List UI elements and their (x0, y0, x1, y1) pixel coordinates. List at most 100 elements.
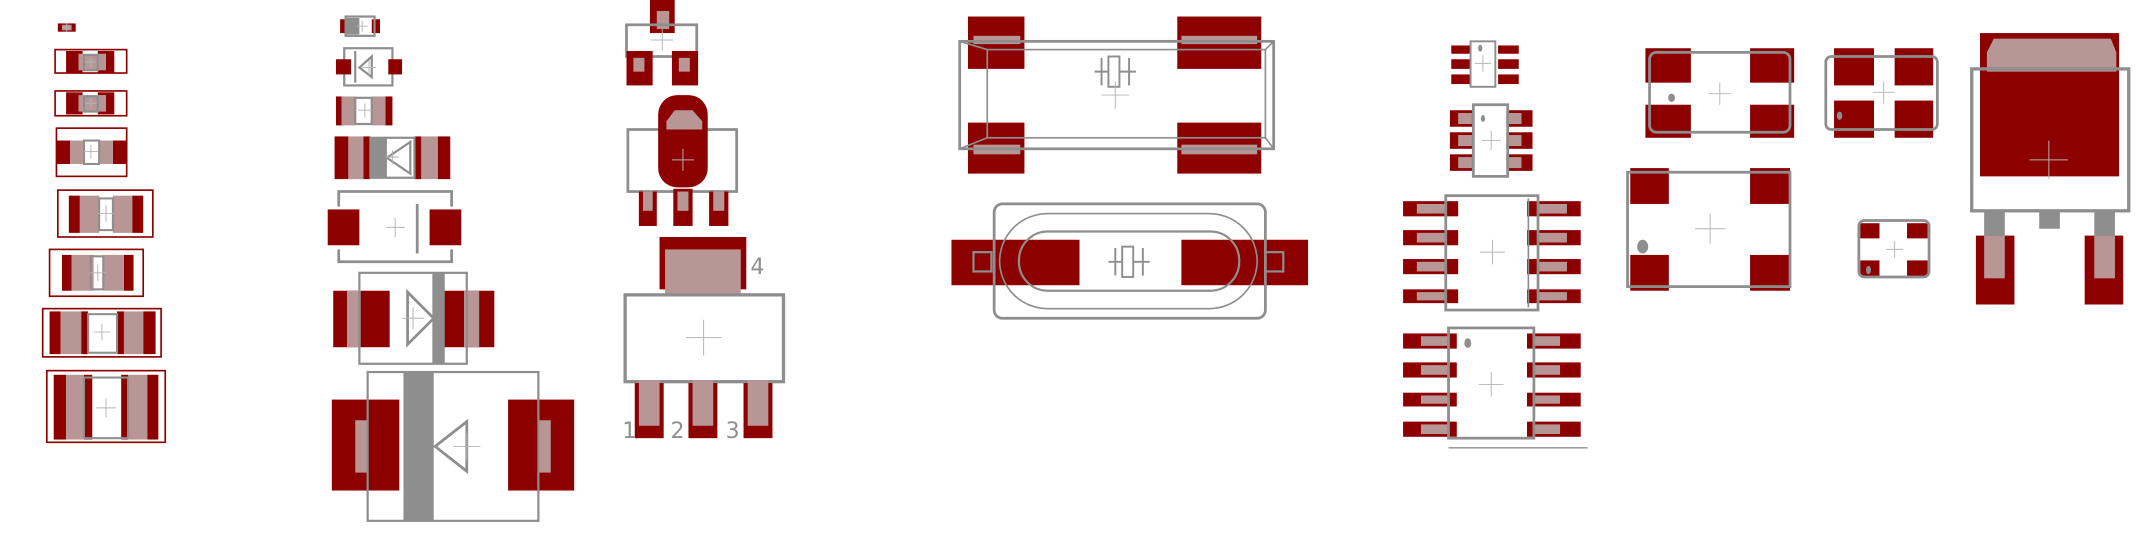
courtyard-outline (41, 307, 162, 358)
paste-mask (665, 249, 741, 294)
origin-crosshair-icon (1478, 372, 1504, 397)
pin-label-2: 2 (671, 419, 685, 444)
copper-pad (1860, 223, 1880, 239)
pin1-marker-dot (1866, 265, 1871, 275)
paste-mask (638, 380, 660, 426)
paste-mask (1538, 232, 1567, 243)
copper-pad (68, 195, 80, 233)
copper-pad (327, 209, 360, 246)
silkscreen-outline (87, 313, 119, 354)
silkscreen-fill (2094, 210, 2115, 236)
footprint-chip-0805 (57, 189, 154, 238)
footprint-chip-1210 (45, 369, 167, 444)
pin1-marker-dot (1836, 111, 1843, 120)
silkscreen-line (1264, 40, 1275, 51)
paste-mask (66, 374, 84, 440)
footprint-chip-1206 (41, 307, 162, 358)
silkscreen-fill (345, 17, 360, 35)
footprint-sot-223 (623, 236, 786, 439)
copper-pad (1181, 239, 1309, 286)
paste-mask (1416, 232, 1446, 243)
copper-pad (1750, 168, 1790, 204)
silkscreen-outline (369, 136, 416, 179)
copper-pad (1451, 59, 1471, 69)
paste-mask (70, 140, 84, 164)
courtyard-outline (54, 48, 128, 74)
crystal-body (1121, 245, 1135, 278)
footprint-chip-0402-a (54, 48, 128, 74)
paste-mask (1532, 336, 1561, 346)
footprint-chip-0805-b (48, 248, 145, 298)
silkscreen-outline (1444, 194, 1540, 312)
courtyard-outline (54, 90, 128, 117)
origin-crosshair-icon (1886, 241, 1903, 258)
paste-mask (1420, 395, 1449, 404)
origin-crosshair-icon (1872, 81, 1895, 104)
paste-mask (341, 96, 356, 126)
silkscreen-outline (986, 48, 1267, 139)
copper-pad (334, 136, 349, 180)
copper-pad (1630, 254, 1669, 291)
paste-mask (666, 110, 703, 130)
silkscreen-outline (1264, 251, 1285, 273)
paste-mask (747, 380, 769, 426)
paste-mask (656, 11, 670, 29)
footprint-sot-89 (626, 95, 739, 226)
copper-pad (61, 254, 72, 291)
silkscreen-outline (1447, 326, 1536, 440)
origin-crosshair-icon (85, 56, 97, 68)
pin1-marker-dot (1464, 338, 1472, 348)
copper-pad (121, 374, 129, 440)
footprint-crystal-quad-b (1824, 48, 1939, 138)
silkscreen-outline (343, 47, 394, 87)
silkscreen-fill (432, 272, 445, 364)
paste-mask (1458, 157, 1472, 169)
copper-pad (658, 95, 708, 188)
footprint-crystal-quad-c (1626, 168, 1792, 291)
footprint-crystal-quad-a (1645, 48, 1795, 138)
silkscreen-outline (98, 197, 114, 232)
copper-pad (335, 59, 352, 75)
copper-pad (123, 254, 134, 291)
paste-mask (346, 290, 361, 348)
paste-mask (1538, 203, 1567, 214)
footprint-chip-0402-b (54, 90, 128, 117)
silkscreen-line (337, 249, 454, 264)
silkscreen-fill (2039, 210, 2060, 229)
paste-mask (60, 311, 82, 355)
silkscreen-outline (354, 96, 373, 126)
paste-mask (103, 254, 124, 291)
paste-mask (1507, 112, 1522, 125)
courtyard-outline (45, 369, 167, 444)
origin-crosshair-icon (1481, 130, 1501, 151)
copper-pad (1451, 74, 1471, 85)
paste-mask (1538, 292, 1567, 301)
paste-mask (371, 96, 386, 126)
silkscreen-outline (82, 54, 99, 72)
silkscreen-outline (1471, 103, 1510, 178)
courtyard-outline (48, 248, 145, 298)
silkscreen-outline (972, 251, 993, 273)
silkscreen-outline (1824, 55, 1939, 131)
pin-label-4: 4 (750, 255, 764, 280)
copper-pad (83, 374, 93, 440)
paste-mask (421, 136, 438, 180)
paste-mask (1420, 424, 1449, 435)
footprint-diode-sod923 (340, 15, 381, 37)
paste-mask (1420, 365, 1449, 375)
paste-mask (123, 311, 144, 355)
silkscreen-outline (82, 95, 99, 113)
origin-crosshair-icon (89, 264, 107, 282)
silkscreen-outline (344, 15, 376, 37)
paste-mask (713, 191, 725, 211)
origin-crosshair-icon (85, 97, 97, 109)
copper-pad (333, 290, 390, 348)
copper-pad (117, 311, 124, 355)
paste-mask (79, 195, 100, 233)
copper-pad (132, 195, 144, 233)
paste-mask (538, 420, 551, 473)
origin-crosshair-icon (62, 23, 71, 32)
silkscreen-outline (358, 271, 468, 365)
footprint-diode-smb (333, 271, 495, 365)
pin1-marker-dot (1478, 44, 1483, 52)
